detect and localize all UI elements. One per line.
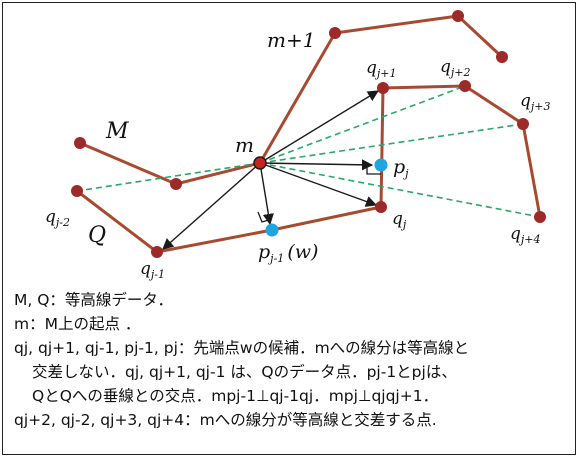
point-pj — [374, 158, 388, 172]
label-qj-1: qj-1 — [140, 259, 165, 281]
figure-frame — [2, 2, 576, 455]
label-m+1: m+1 — [267, 28, 315, 52]
label-qj+4: qj+4 — [510, 224, 541, 246]
arrow-to-qj — [259, 162, 378, 207]
dashed-line-qj+3 — [259, 123, 524, 164]
legend-line-6: qj+2, qj-2, qj+3, qj+4：mへの線分が等高線と交差する点. — [14, 411, 437, 429]
legend-line-2: m：M上の起点 ． — [14, 315, 141, 333]
point-pj-1 — [265, 223, 279, 237]
label-pj-1: pj-1(w) — [258, 241, 318, 265]
node-qj+3 — [517, 118, 529, 130]
arrow-to-pj — [259, 159, 374, 171]
contour-q-line — [76, 84, 542, 254]
arrow-to-qj-1 — [162, 162, 261, 250]
right-angle-pj — [366, 166, 381, 175]
label-qj+1: qj+1 — [366, 58, 397, 80]
contour-nodes — [71, 10, 546, 258]
dashed-line-qj+4 — [259, 162, 541, 218]
label-Q: Q — [88, 223, 106, 248]
node-m-5 — [496, 51, 508, 63]
dashed-line-qj-2 — [76, 162, 261, 192]
node-m-1 — [74, 137, 86, 149]
node-m-4 — [452, 10, 464, 22]
legend-line-5: QとQへの垂線との交点．mpj-1⊥qj-1qj．mpj⊥qjqj+1． — [32, 387, 439, 405]
right-angle-pj-1 — [257, 211, 273, 223]
dashed-line-qj+2 — [259, 85, 466, 164]
label-qj+3: qj+3 — [520, 91, 551, 113]
node-qj — [375, 201, 387, 213]
legend-line-1: M, Q：等高線データ． — [14, 291, 173, 309]
label-qj: qj — [392, 209, 407, 231]
contour-diagram: M Q m m+1 qj+1 qj+2 qj+3 qj+4 qj qj-1 qj… — [45, 10, 551, 281]
label-qj+2: qj+2 — [440, 57, 471, 79]
arrow-to-qj+1 — [259, 90, 379, 164]
label-m: m — [235, 133, 254, 157]
contour-m-line — [79, 14, 504, 186]
label-M: M — [105, 119, 129, 144]
node-qj-2 — [71, 185, 83, 197]
arrow-to-pj-1 — [259, 162, 274, 226]
node-qj-1 — [151, 246, 163, 258]
label-pj: pj — [393, 156, 409, 180]
legend: M, Q：等高線データ． m：M上の起点 ． qj, qj+1, qj-1, p… — [14, 288, 570, 432]
node-qj+4 — [534, 211, 546, 223]
node-qj+2 — [459, 80, 471, 92]
node-m+1 — [329, 27, 341, 39]
node-m-center — [253, 156, 267, 170]
legend-line-3: qj, qj+1, qj-1, pj-1, pj：先端点wの候補．mへの線分は等… — [14, 339, 470, 357]
legend-line-4: 交差しない．qj, qj+1, qj-1 は、Qのデータ点．pj-1とpjは、 — [32, 363, 457, 381]
label-qj-2: qj-2 — [45, 207, 70, 229]
node-qj+1 — [377, 82, 389, 94]
node-m-2 — [170, 178, 182, 190]
